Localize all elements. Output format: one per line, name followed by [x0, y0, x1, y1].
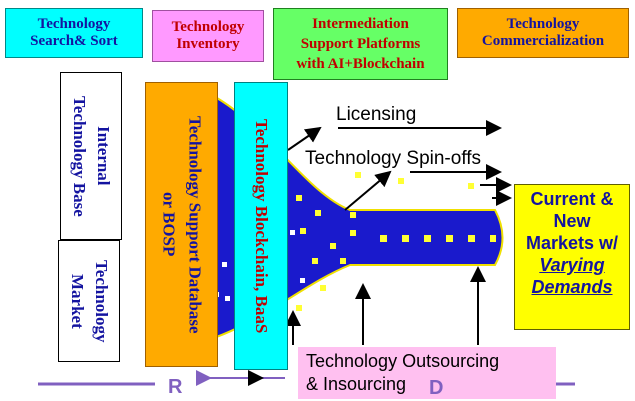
markets-line-1: Current & — [530, 189, 614, 209]
outsourcing-box: Technology Outsourcing & Insourcing — [298, 347, 556, 399]
internal-technology-base-box: Internal Technology Base — [60, 72, 122, 240]
support-database-column: Technology Support Database or BOSP — [145, 82, 218, 367]
r-label: R — [168, 376, 183, 398]
search-sort-box: Technology Search& Sort — [5, 8, 143, 58]
licensing-diagonal-arrow — [287, 126, 322, 151]
markets-line-2: New — [553, 211, 591, 231]
spinoffs-label: Technology Spin-offs — [305, 148, 482, 169]
spinoffs-diagonal-arrow — [344, 170, 392, 211]
intermediation-box: Intermediation Support Platforms with AI… — [273, 8, 448, 80]
d-label: D — [429, 377, 444, 399]
blockchain-column: Technology Blockchain, BaaS — [234, 82, 288, 370]
technology-market-box: Technology Market — [58, 240, 120, 362]
inventory-box: Technology Inventory — [152, 10, 264, 62]
markets-line-5: Demands — [531, 277, 613, 297]
markets-box: Current & New Markets w/ Varying Demands — [514, 184, 630, 330]
markets-line-3: Markets w/ — [525, 233, 619, 253]
licensing-label: Licensing — [336, 104, 417, 125]
markets-line-4: Varying — [539, 255, 605, 275]
commercialization-box: Technology Commercialization — [457, 8, 629, 58]
